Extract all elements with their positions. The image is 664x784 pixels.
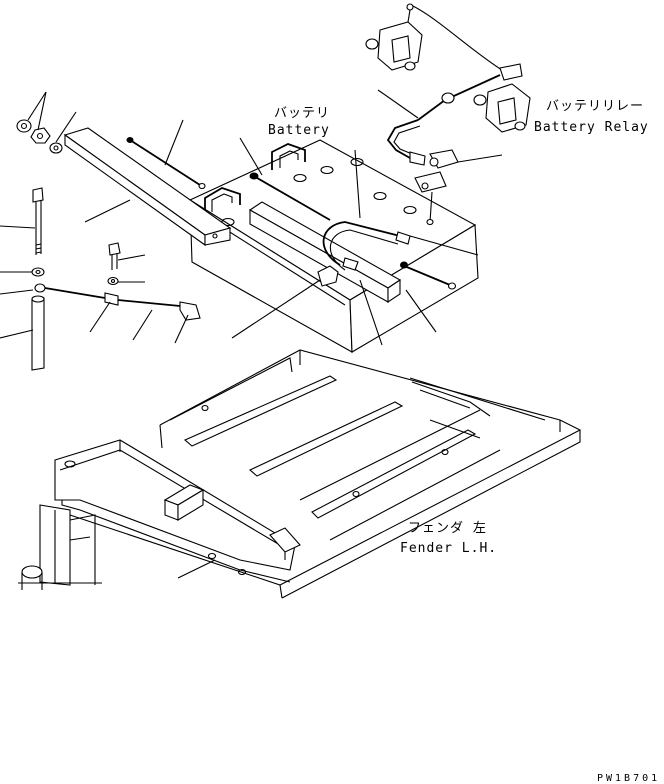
battery-relay-assembly — [365, 3, 531, 226]
battery-relay-label-jp: バッテリリレー — [546, 99, 644, 114]
fender-label-jp: フェンダ 左 — [408, 521, 487, 536]
battery-assembly — [188, 139, 479, 353]
callout-labels: バッテリ Battery バッテリリレー Battery Relay フェンダ … — [268, 99, 660, 784]
fender-label-en: Fender L.H. — [400, 541, 497, 556]
battery-label-en: Battery — [268, 123, 330, 138]
battery-label-jp: バッテリ — [274, 106, 330, 121]
battery-hold-down-frame — [63, 127, 232, 247]
battery-relay-label-en: Battery Relay — [534, 120, 649, 135]
leader-lines — [0, 89, 503, 579]
fender-lh-assembly — [18, 349, 582, 599]
drawing-code: PW1B701 — [597, 773, 660, 784]
fastener-parts — [16, 119, 201, 371]
